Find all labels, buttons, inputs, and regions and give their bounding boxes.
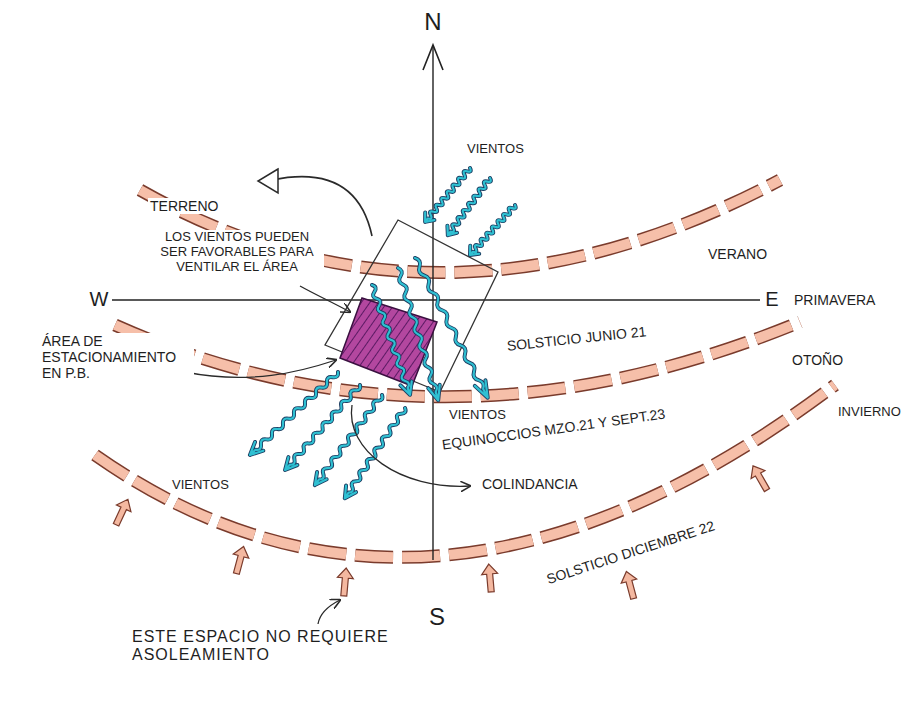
wind-arrow xyxy=(410,255,493,400)
season-label: PRIMAVERA xyxy=(792,292,877,308)
wind-arrow xyxy=(466,201,520,259)
wind-label: VIENTOS xyxy=(447,408,508,423)
sun-arrow xyxy=(746,462,774,494)
leader-line xyxy=(300,286,350,312)
sun-arrow xyxy=(481,563,499,592)
compass-letter: E xyxy=(763,288,780,311)
sun-path-winter xyxy=(95,385,835,557)
season-label: OTOÑO xyxy=(790,352,845,368)
sun-arrow xyxy=(229,544,252,575)
wind-label: VIENTOS xyxy=(170,478,231,493)
note: COLINDANCIA xyxy=(480,476,580,492)
compass-letter: W xyxy=(88,288,111,311)
site-label: TERRENO xyxy=(148,198,220,214)
wind-arrow xyxy=(340,405,410,502)
compass-letter: S xyxy=(427,603,447,631)
leader-line xyxy=(185,360,336,377)
sun-arrow xyxy=(336,567,354,596)
wind-arrow xyxy=(443,174,495,238)
sun-arrow xyxy=(619,569,642,600)
wind-arrows xyxy=(246,164,520,501)
season-label: INVIERNO xyxy=(836,405,903,420)
note: ESTE ESPACIO NO REQUIERE ASOLEAMIENTO xyxy=(130,628,464,665)
season-label: VERANO xyxy=(706,246,769,262)
wind-arrow xyxy=(310,391,387,488)
date-label: SOLSTICIO JUNIO 21 xyxy=(504,323,649,354)
wind-arrow xyxy=(281,381,365,474)
date-label: SOLSTICIO DICIEMBRE 22 xyxy=(543,517,719,588)
north-arrowhead xyxy=(423,45,443,70)
leader-line xyxy=(272,177,372,236)
wind-label: VIENTOS xyxy=(465,142,526,157)
wind-arrow xyxy=(246,368,342,460)
north-south-axis xyxy=(432,46,433,560)
note: ÁREA DE ESTACIONAMIENTO EN P.B. xyxy=(40,333,194,381)
sun-arrow xyxy=(109,496,135,528)
compass-letter: N xyxy=(422,8,443,36)
open-arrowhead xyxy=(258,169,278,193)
note: LOS VIENTOS PUEDEN SER FAVORABLES PARA V… xyxy=(150,230,324,275)
sun-arrows xyxy=(109,462,774,601)
leader-line xyxy=(318,600,340,624)
wind-arrow xyxy=(392,266,444,402)
wind-arrow xyxy=(366,283,415,397)
